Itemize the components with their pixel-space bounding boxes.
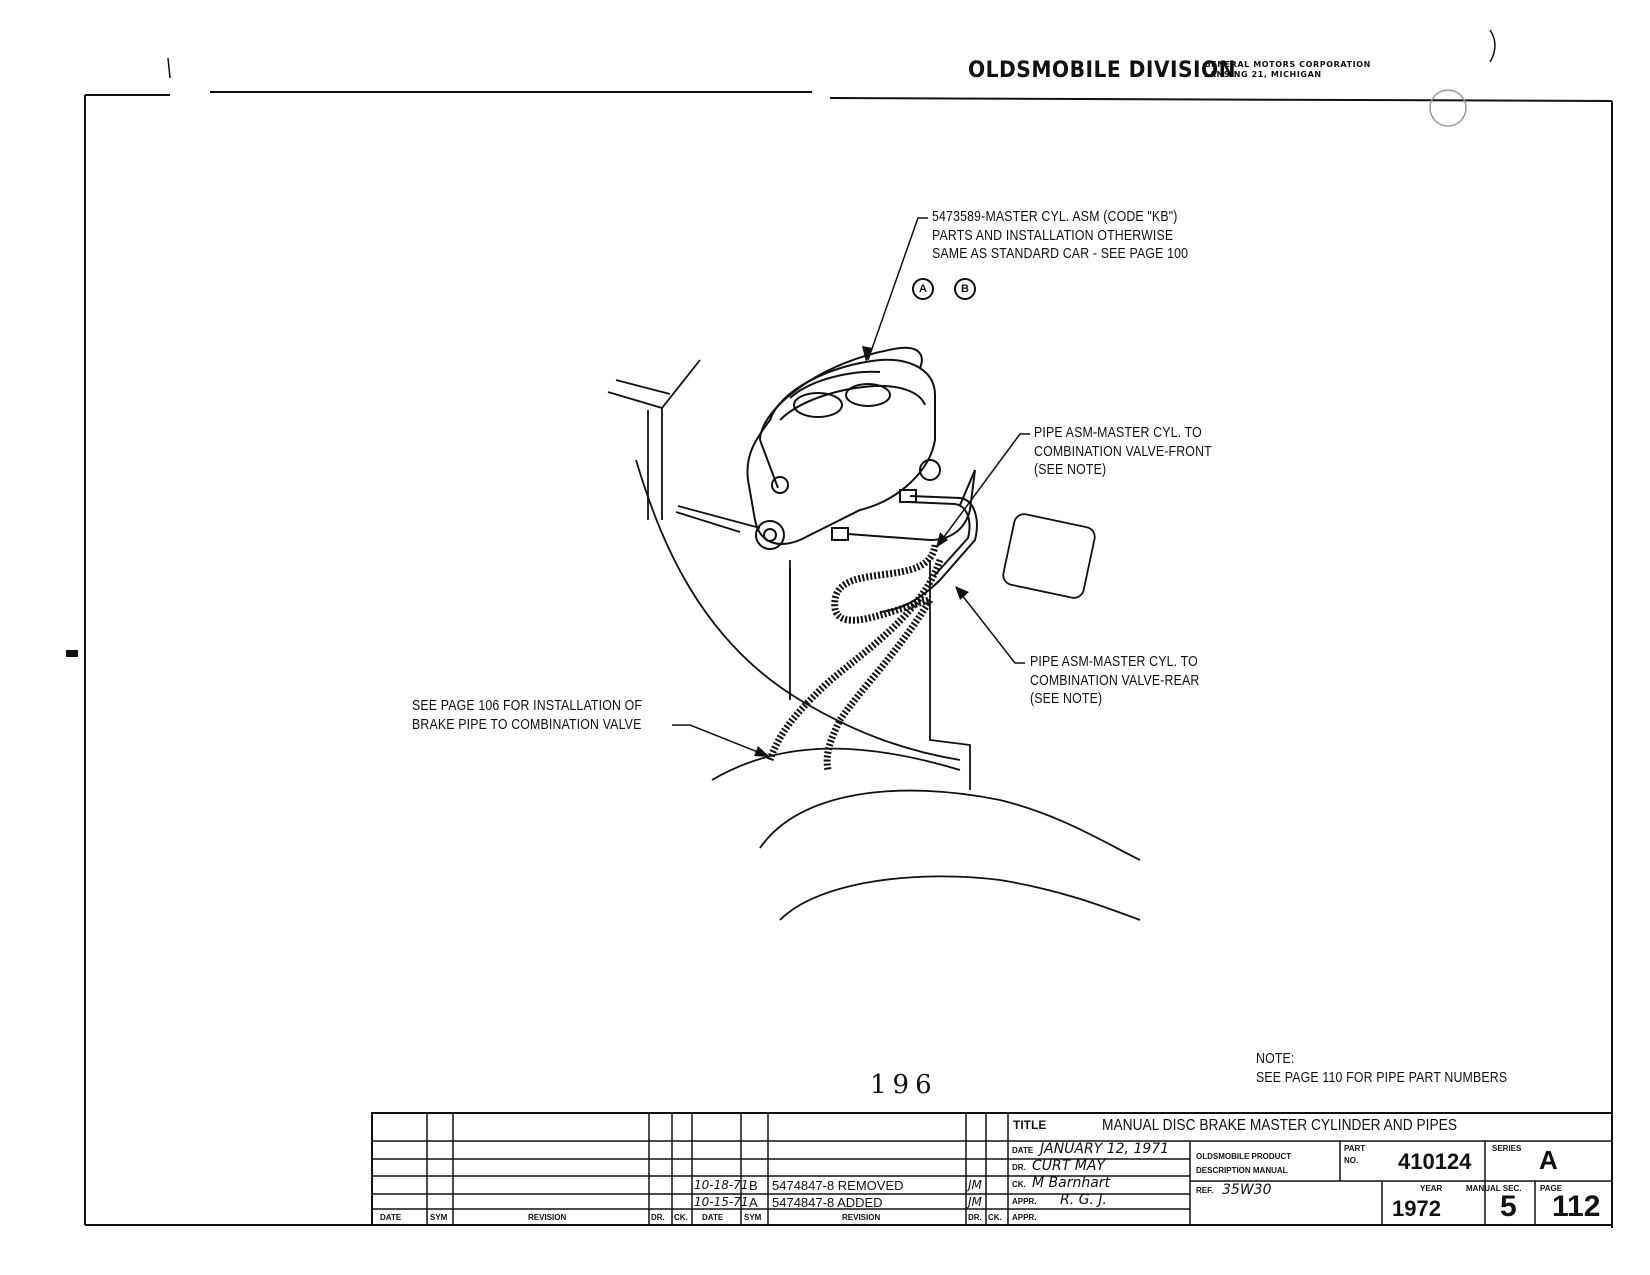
note-text: SEE PAGE 110 FOR PIPE PART NUMBERS bbox=[1256, 1069, 1508, 1086]
rev-header-sym: SYM bbox=[430, 1213, 448, 1222]
drawn-by: CURT MAY bbox=[1032, 1158, 1105, 1174]
callout-line: (SEE NOTE) bbox=[1034, 462, 1107, 478]
note-block: NOTE: SEE PAGE 110 FOR PIPE PART NUMBERS bbox=[1256, 1050, 1507, 1087]
callout-line: (SEE NOTE) bbox=[1030, 691, 1103, 707]
marker-b: B bbox=[954, 278, 976, 300]
ref-value: 35W30 bbox=[1222, 1182, 1272, 1198]
title-block-grid bbox=[371, 1112, 1613, 1226]
rev-row-sym: A bbox=[749, 1195, 758, 1210]
callout-line: PIPE ASM-MASTER CYL. TO bbox=[1030, 654, 1198, 670]
part-number: 410124 bbox=[1398, 1149, 1472, 1174]
checked-by: M Barnhart bbox=[1032, 1175, 1111, 1191]
title-label: TITLE bbox=[1013, 1118, 1047, 1132]
approved-by: R. G. J. bbox=[1060, 1192, 1107, 1208]
callout-see-page: SEE PAGE 106 FOR INSTALLATION OF BRAKE P… bbox=[412, 697, 642, 734]
rev-row-revision: 5474847-8 ADDED bbox=[772, 1195, 883, 1210]
rev-header-date-2: DATE bbox=[702, 1213, 724, 1222]
corp-city: LANSING 21, MICHIGAN bbox=[1204, 70, 1322, 79]
marker-a: A bbox=[912, 278, 934, 300]
series-value: A bbox=[1539, 1145, 1558, 1175]
coiled-pipe bbox=[766, 544, 944, 771]
rev-row-dr: JM bbox=[968, 1178, 982, 1192]
date-label: DATE bbox=[1012, 1146, 1034, 1155]
callout-line: SAME AS STANDARD CAR - SEE PAGE 100 bbox=[932, 246, 1189, 262]
product-line2: DESCRIPTION MANUAL bbox=[1196, 1166, 1288, 1175]
rev-row-date: 10-15-71 bbox=[694, 1195, 749, 1209]
leader-lines bbox=[672, 217, 1030, 757]
rev-row-date: 10-18-71 bbox=[694, 1178, 749, 1192]
product-line1: OLDSMOBILE PRODUCT bbox=[1196, 1152, 1292, 1161]
ref-label: REF. bbox=[1196, 1186, 1214, 1195]
appr-label: APPR. bbox=[1012, 1197, 1037, 1206]
drawing-date: JANUARY 12, 1971 bbox=[1040, 1141, 1170, 1157]
callout-line: COMBINATION VALVE-REAR bbox=[1030, 672, 1200, 689]
drawing-border bbox=[84, 91, 1613, 1228]
callout-line: BRAKE PIPE TO COMBINATION VALVE bbox=[412, 716, 642, 733]
part-label: PART bbox=[1344, 1144, 1366, 1153]
rev-header-revision-2: REVISION bbox=[842, 1213, 881, 1222]
rev-header-sym-2: SYM bbox=[744, 1213, 762, 1222]
dr-label: DR. bbox=[1012, 1163, 1026, 1172]
manual-sec-label: MANUAL SEC. bbox=[1466, 1184, 1522, 1193]
corp-address: GENERAL MOTORS CORPORATION LANSING 21, M… bbox=[1204, 60, 1371, 80]
part-no-label: NO. bbox=[1344, 1156, 1359, 1165]
callout-pipe-rear: PIPE ASM-MASTER CYL. TO COMBINATION VALV… bbox=[1030, 653, 1199, 709]
callout-pipe-front: PIPE ASM-MASTER CYL. TO COMBINATION VALV… bbox=[1034, 424, 1212, 480]
callout-line: COMBINATION VALVE-FRONT bbox=[1034, 443, 1212, 460]
appr2-label: APPR. bbox=[1012, 1213, 1037, 1222]
callout-line: PIPE ASM-MASTER CYL. TO bbox=[1034, 425, 1202, 441]
page-label: PAGE bbox=[1540, 1184, 1563, 1193]
ck-label: CK. bbox=[1012, 1180, 1026, 1189]
callout-line: SEE PAGE 106 FOR INSTALLATION OF bbox=[412, 698, 643, 714]
division-title: OLDSMOBILE DIVISION bbox=[968, 58, 1237, 83]
rev-row-sym: B bbox=[749, 1178, 758, 1193]
page-stamp: 196 bbox=[870, 1070, 938, 1100]
rev-header-dr: DR. bbox=[651, 1213, 665, 1222]
callout-line: 5473589-MASTER CYL. ASM (CODE "KB") bbox=[932, 209, 1178, 225]
master-cylinder-illustration bbox=[746, 346, 941, 640]
callout-master-cylinder: 5473589-MASTER CYL. ASM (CODE "KB") PART… bbox=[932, 208, 1188, 264]
brake-pipes bbox=[847, 469, 978, 613]
year-value: 1972 bbox=[1392, 1196, 1441, 1221]
rev-header-date: DATE bbox=[380, 1213, 402, 1222]
rev-header-ck: CK. bbox=[674, 1213, 688, 1222]
page-number: 112 bbox=[1552, 1190, 1601, 1223]
corp-name: GENERAL MOTORS CORPORATION bbox=[1204, 60, 1371, 69]
note-label: NOTE: bbox=[1256, 1051, 1295, 1067]
rev-header-dr-2: DR. bbox=[968, 1213, 982, 1222]
rev-row-dr: JM bbox=[968, 1195, 982, 1209]
callout-line: PARTS AND INSTALLATION OTHERWISE bbox=[932, 227, 1174, 244]
rev-header-ck-2: CK. bbox=[988, 1213, 1002, 1222]
manual-sec-value: 5 bbox=[1500, 1190, 1517, 1223]
registration-marks bbox=[167, 29, 1496, 127]
year-label: YEAR bbox=[1420, 1184, 1443, 1193]
rev-header-revision: REVISION bbox=[528, 1213, 567, 1222]
drawing-title: MANUAL DISC BRAKE MASTER CYLINDER AND PI… bbox=[1102, 1117, 1458, 1134]
series-label: SERIES bbox=[1492, 1144, 1522, 1153]
rev-row-revision: 5474847-8 REMOVED bbox=[772, 1178, 904, 1193]
leader-arrowheads bbox=[754, 346, 969, 757]
